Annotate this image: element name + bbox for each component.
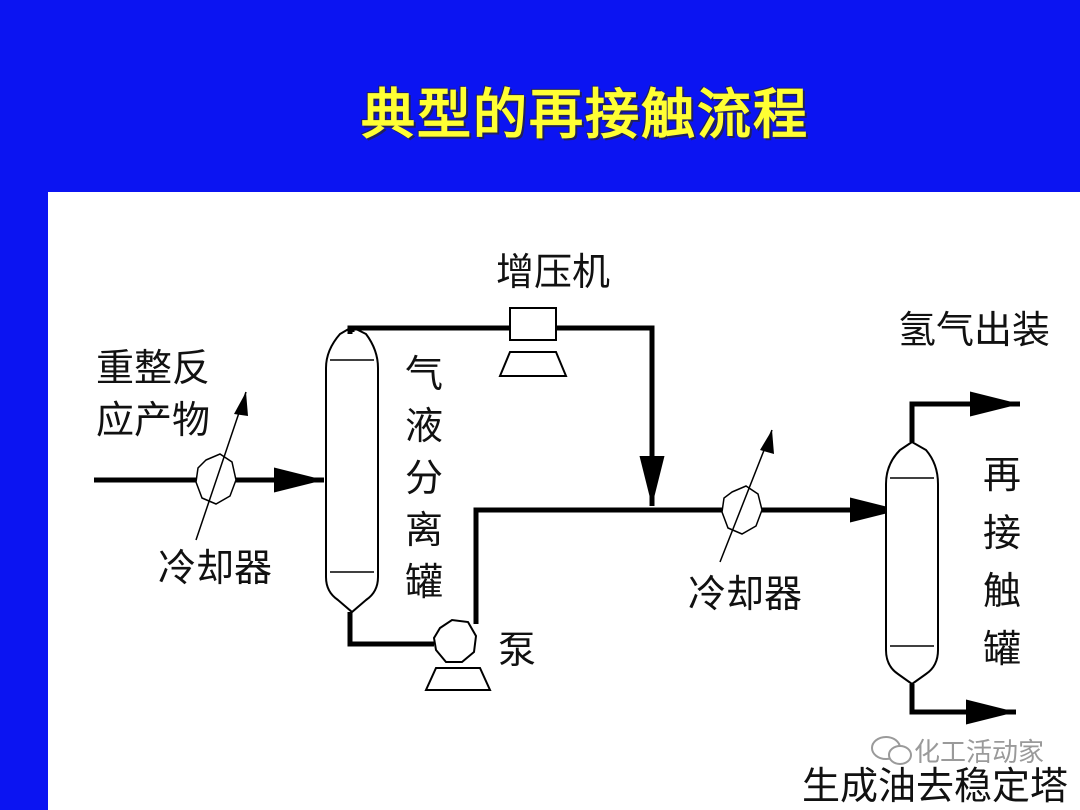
recontact-label: 再接触罐 bbox=[982, 453, 1021, 671]
cooler-left-label: 冷却器 bbox=[158, 546, 273, 590]
watermark-text: 化工活动家 bbox=[914, 738, 1045, 768]
wechat-icon bbox=[871, 736, 912, 765]
gas-line bbox=[347, 325, 665, 506]
feed-label: 重整反应产物 bbox=[96, 346, 211, 442]
cooler-right-label: 冷却器 bbox=[688, 572, 803, 616]
recontact-vessel-icon bbox=[885, 440, 939, 686]
pump-icon bbox=[424, 618, 492, 691]
compressor-icon bbox=[498, 307, 568, 377]
cooler-icon bbox=[719, 429, 774, 563]
separator-label: 气液分离罐 bbox=[404, 352, 443, 604]
product-out-label: 生成油去稳定塔 bbox=[802, 764, 1069, 808]
process-flow-svg bbox=[94, 307, 1020, 765]
cooler-icon bbox=[195, 391, 248, 541]
pump-label: 泵 bbox=[498, 628, 537, 672]
page-title: 典型的再接触流程 bbox=[361, 83, 809, 146]
hydrogen-out-label: 氢气出装 bbox=[898, 308, 1051, 352]
product-outlet-line bbox=[909, 684, 1016, 725]
separator-vessel-icon bbox=[325, 325, 379, 614]
hydrogen-outlet-line bbox=[909, 391, 1020, 442]
compressor-label: 增压机 bbox=[496, 250, 611, 294]
flow-diagram-panel: 重整反应产物 冷却器 气液分离罐 增压机 泵 冷却器 氢气出装 再接触罐 化工活… bbox=[48, 192, 1080, 810]
